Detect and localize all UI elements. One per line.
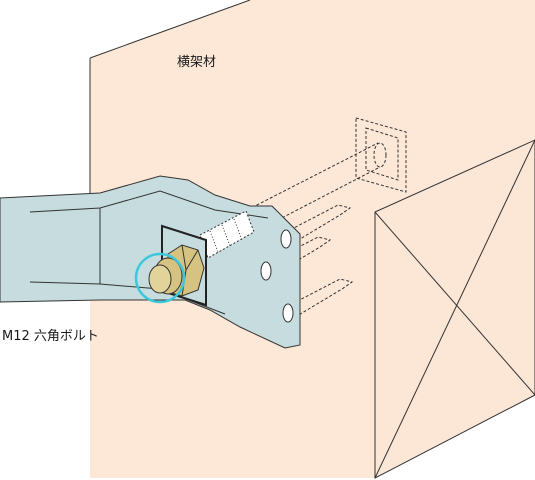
bolt-highlight-circle	[134, 252, 186, 304]
lag-screw-1	[285, 204, 352, 246]
connector-fold-line	[29, 190, 269, 219]
screw-hole-2	[260, 261, 272, 281]
thread-line-2	[221, 224, 231, 247]
beam-x-mark-1	[374, 211, 535, 396]
embedded-nut-outline	[365, 127, 399, 181]
hidden-lag-screws	[265, 204, 354, 320]
connector-body	[0, 175, 301, 349]
timber-beam	[89, 0, 535, 479]
thread-line-1	[209, 230, 219, 253]
embedded-bolt-end	[373, 142, 387, 168]
hex-nut-edge-1	[181, 244, 187, 271]
bolt-thread	[199, 210, 255, 259]
screw-hole-3	[282, 303, 294, 323]
beam-label: 横架材	[177, 55, 217, 70]
lag-screw-2	[265, 236, 332, 278]
bolt-end-face	[148, 264, 172, 294]
steel-connector	[0, 175, 301, 349]
beam-x-mark-2	[374, 139, 535, 479]
bolt-label: M12 六角ボルト	[2, 329, 99, 344]
hex-bolt	[148, 244, 205, 297]
lag-screw-3	[287, 278, 354, 320]
thread-line-3	[233, 218, 243, 241]
screw-hole-1	[280, 229, 292, 249]
thread-body	[199, 210, 255, 259]
embedded-washer-outline	[355, 117, 407, 193]
beam-top-edge	[89, 0, 251, 59]
embedded-nut	[355, 117, 407, 193]
hex-nut-edge-2	[185, 249, 199, 271]
